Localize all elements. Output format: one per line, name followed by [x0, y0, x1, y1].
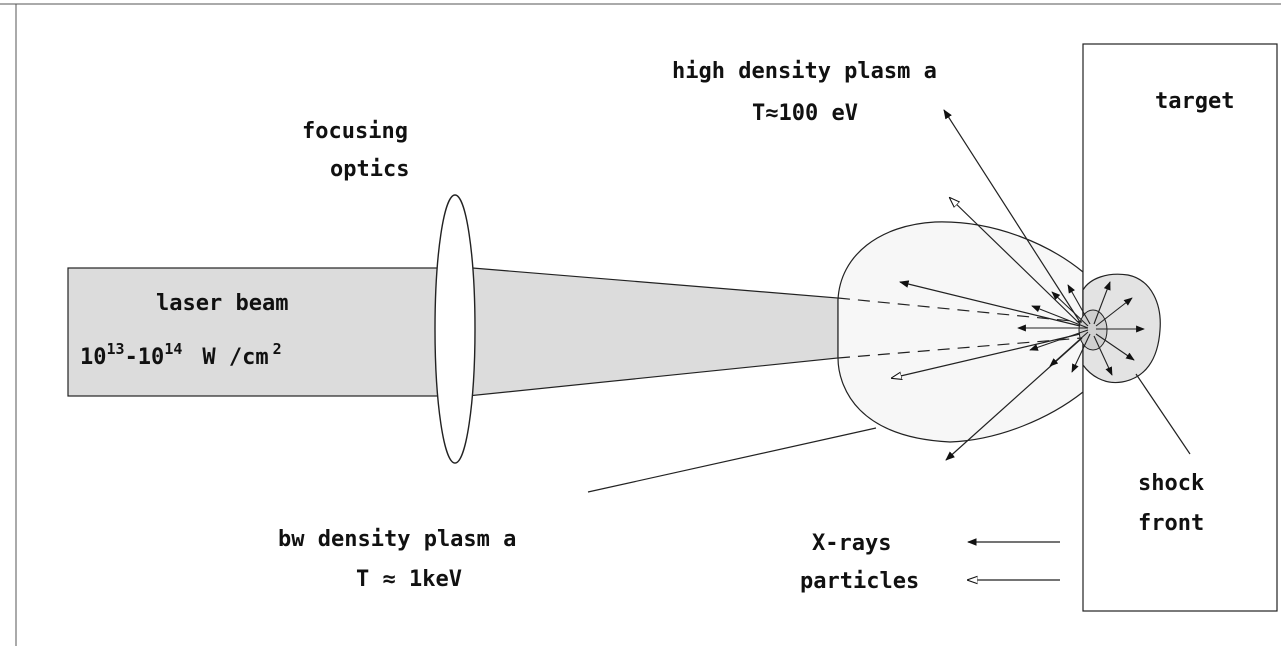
shock-front-label-line1: shock	[1138, 471, 1204, 496]
hot-plasma-core	[1078, 309, 1108, 351]
target-label: target	[1155, 89, 1234, 114]
high-density-plasma-label-line2: T≈100 eV	[752, 101, 858, 126]
converging-beam-cone	[447, 265, 839, 399]
particles-label: particles	[800, 569, 919, 594]
ray-high-density	[943, 109, 1081, 323]
focusing-optics-label-line1: focusing	[302, 119, 408, 144]
dashed-beam-lower	[837, 337, 1083, 359]
ray-particle-lower	[892, 333, 1081, 378]
focusing-optics-label-line2: optics	[330, 157, 409, 182]
laser-beam-block	[67, 267, 449, 397]
high-density-plasma-label-line1: high density plasm a	[672, 59, 937, 84]
leader-low-density	[587, 427, 877, 493]
shock-front-label-line2: front	[1138, 511, 1204, 536]
ray-to-upper-left	[899, 280, 1081, 327]
radial-emission-arrows	[1017, 281, 1145, 376]
xrays-label: X-rays	[812, 531, 891, 556]
dashed-beam-upper	[837, 297, 1083, 323]
leader-shock-front	[1135, 373, 1191, 455]
low-density-plasma-label-line2: T ≈ 1keV	[356, 567, 462, 592]
low-density-plasma-label-line1: bw density plasm a	[278, 527, 516, 552]
laser-beam-label: laser beam	[156, 291, 288, 316]
focusing-lens	[434, 194, 476, 464]
low-density-plasma-region	[837, 221, 1084, 443]
ray-particle-upper	[950, 198, 1081, 325]
